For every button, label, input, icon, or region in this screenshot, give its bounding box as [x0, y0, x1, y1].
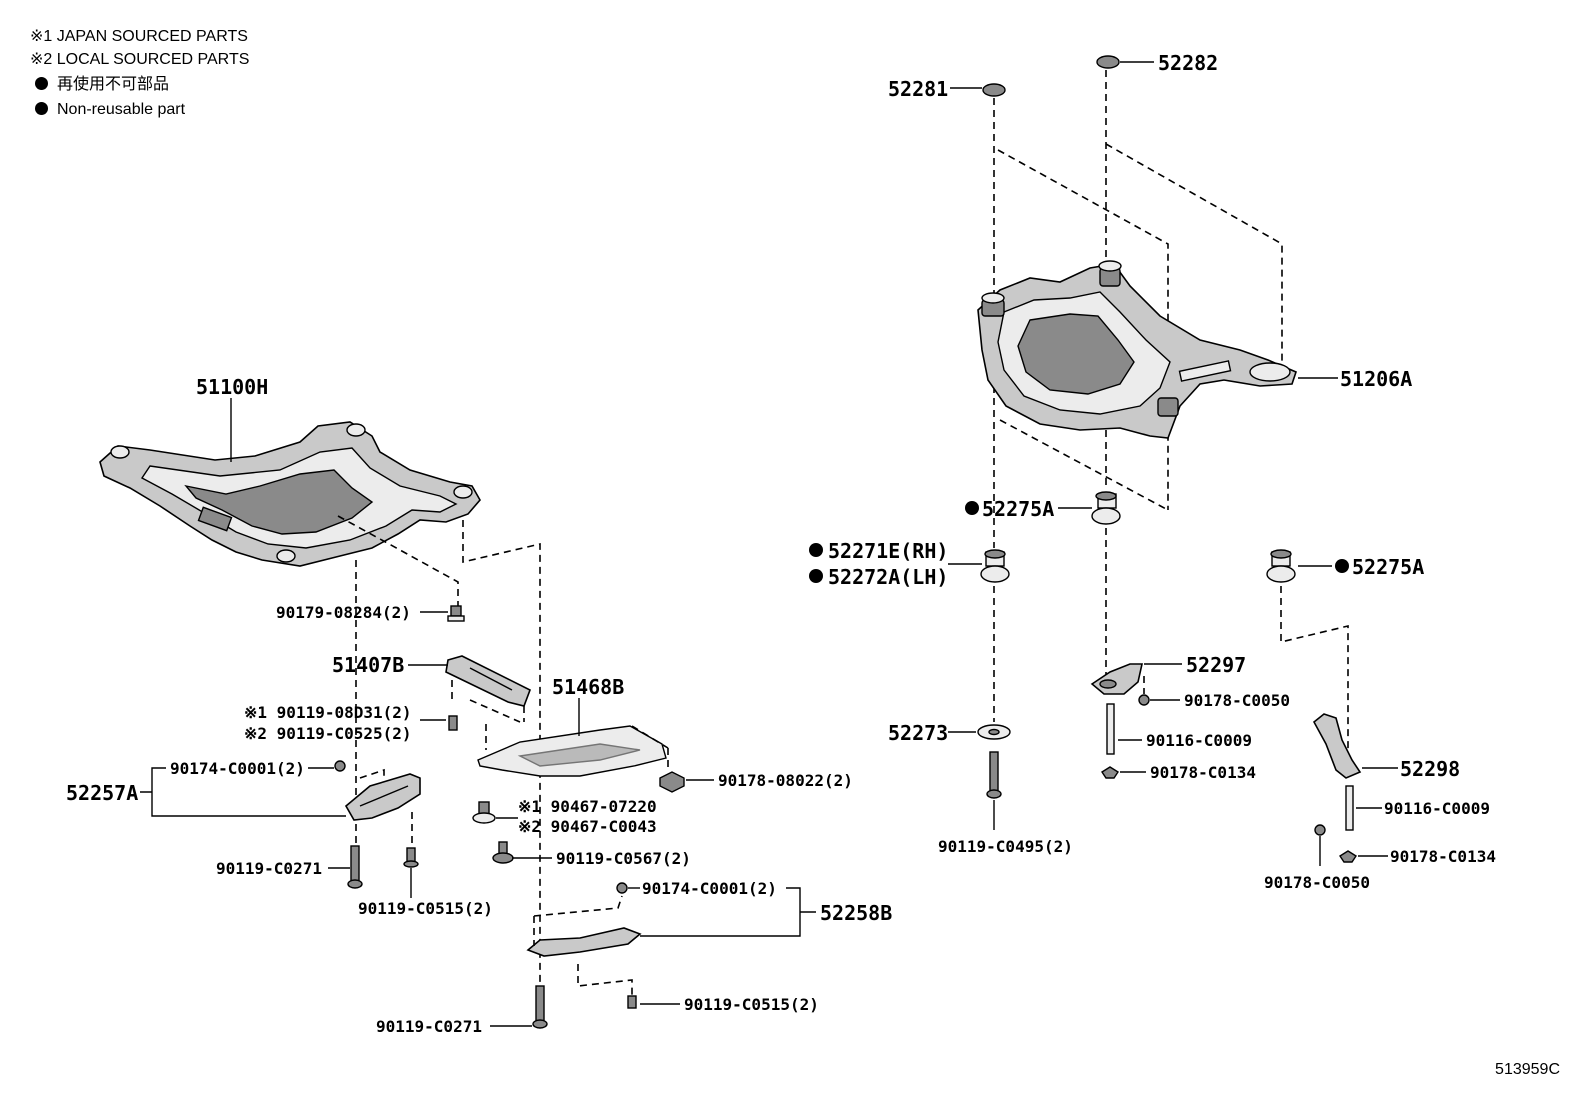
- bracket-52257A[interactable]: [344, 773, 421, 821]
- nut-90178-C0050-a[interactable]: [1138, 694, 1150, 706]
- cover-51468B[interactable]: [477, 725, 667, 777]
- label-90116-C0009-a[interactable]: 90116-C0009: [1146, 731, 1252, 750]
- nut-90178-C0134-b[interactable]: [1339, 850, 1357, 863]
- label-90178-C0134-b[interactable]: 90178-C0134: [1390, 847, 1496, 866]
- label-52298[interactable]: 52298: [1400, 757, 1460, 781]
- rear-subframe-part[interactable]: [977, 260, 1297, 439]
- label-90116-C0009-b[interactable]: 90116-C0009: [1384, 799, 1490, 818]
- bolt-90179-08284[interactable]: [447, 605, 465, 622]
- bracket-52297[interactable]: [1090, 663, 1143, 695]
- stopper-52282[interactable]: [1096, 55, 1120, 69]
- label-52257A[interactable]: 52257A: [66, 781, 138, 805]
- label-51468B[interactable]: 51468B: [552, 675, 624, 699]
- label-90119-C0495[interactable]: 90119-C0495(2): [938, 837, 1073, 856]
- label-90119-C0567[interactable]: 90119-C0567(2): [556, 849, 691, 868]
- label-90178-08022[interactable]: 90178-08022(2): [718, 771, 853, 790]
- label-52275A-b[interactable]: 52275A: [1352, 555, 1424, 579]
- bracket-52258B[interactable]: [526, 927, 642, 957]
- legend-local-sourced: ※2 LOCAL SOURCED PARTS: [30, 51, 250, 68]
- label-90467-07220[interactable]: ※1 90467-07220: [518, 797, 657, 816]
- guide-line: [359, 768, 413, 850]
- label-51407B[interactable]: 51407B: [332, 653, 404, 677]
- label-51206A[interactable]: 51206A: [1340, 367, 1412, 391]
- illustration-ref-number: 513959C: [1495, 1061, 1560, 1078]
- screw-90119-C0567[interactable]: [492, 841, 514, 864]
- label-52271E[interactable]: 52271E(RH): [828, 539, 948, 563]
- guide-line: [451, 680, 525, 723]
- label-52297[interactable]: 52297: [1186, 653, 1246, 677]
- label-90178-C0050-a[interactable]: 90178-C0050: [1184, 691, 1290, 710]
- nut-90178-C0050-b[interactable]: [1314, 824, 1326, 836]
- label-52273[interactable]: 52273: [888, 721, 948, 745]
- label-90178-C0050-b[interactable]: 90178-C0050: [1264, 873, 1370, 892]
- leader-52257A: [140, 767, 346, 817]
- label-90119-C0271-a[interactable]: 90119-C0271: [216, 859, 322, 878]
- bolt-90119-C0515-b[interactable]: [627, 995, 637, 1009]
- clip-90467[interactable]: [472, 801, 496, 824]
- non-reusable-dot-icon: [965, 501, 979, 515]
- bushing-52271E[interactable]: [980, 549, 1010, 583]
- washer-52273[interactable]: [977, 724, 1011, 740]
- guide-line: [1280, 586, 1349, 760]
- non-reusable-dot-icon: [809, 569, 823, 583]
- guide-line: [337, 515, 459, 608]
- leader-52258B: [640, 887, 816, 937]
- plate-51407B[interactable]: [445, 655, 532, 707]
- front-subframe-part[interactable]: [99, 421, 481, 567]
- label-90119-C0515-b[interactable]: 90119-C0515(2): [684, 995, 819, 1014]
- legend-non-reusable-jp: 再使用不可部品: [30, 76, 169, 94]
- label-52282[interactable]: 52282: [1158, 51, 1218, 75]
- label-90119-08D31[interactable]: ※1 90119-08D31(2): [244, 703, 412, 722]
- legend-non-reusable-jp-text: 再使用不可部品: [57, 76, 170, 93]
- guide-line: [997, 149, 1169, 510]
- legend-non-reusable-en-text: Non-reusable part: [57, 101, 186, 118]
- bushing-52275A-a[interactable]: [1091, 491, 1121, 525]
- nut-90178-C0134-a[interactable]: [1101, 766, 1119, 779]
- bolt-90119-C0515-a[interactable]: [403, 847, 419, 868]
- stud-90116-C0009-a[interactable]: [1106, 703, 1115, 755]
- bolt-90174-C0001-left[interactable]: [334, 760, 346, 772]
- label-52281[interactable]: 52281: [888, 77, 948, 101]
- bushing-52275A-b[interactable]: [1266, 549, 1296, 583]
- legend-non-reusable-en: Non-reusable part: [30, 101, 185, 119]
- bolt-90119-C0271-a[interactable]: [347, 845, 363, 889]
- bracket-52298[interactable]: [1312, 713, 1362, 779]
- label-90119-C0525[interactable]: ※2 90119-C0525(2): [244, 724, 412, 743]
- stopper-52281[interactable]: [982, 83, 1006, 97]
- label-52272A[interactable]: 52272A(LH): [828, 565, 948, 589]
- non-reusable-dot-icon: [809, 543, 823, 557]
- bolt-90119-C0495[interactable]: [986, 751, 1002, 799]
- label-90119-C0515-a[interactable]: 90119-C0515(2): [358, 899, 493, 918]
- bolt-90174-C0001-right[interactable]: [616, 882, 628, 894]
- guide-line: [533, 895, 633, 996]
- label-90179-08284[interactable]: 90179-08284(2): [276, 603, 411, 622]
- guide-line: [999, 419, 1169, 511]
- nut-90178-08022[interactable]: [659, 771, 685, 793]
- label-90119-C0271-b[interactable]: 90119-C0271: [376, 1017, 482, 1036]
- bolt-90119-C0271-b[interactable]: [532, 985, 548, 1029]
- label-90174-C0001-left[interactable]: 90174-C0001(2): [170, 759, 305, 778]
- label-52258B[interactable]: 52258B: [820, 901, 892, 925]
- label-90467-C0043[interactable]: ※2 90467-C0043: [518, 817, 657, 836]
- bolt-90119-08D31[interactable]: [448, 715, 458, 731]
- guide-line: [485, 724, 669, 772]
- non-reusable-dot-icon: [35, 102, 48, 115]
- label-51100H[interactable]: 51100H: [196, 375, 268, 399]
- legend-japan-sourced: ※1 JAPAN SOURCED PARTS: [30, 28, 248, 45]
- stud-90116-C0009-b[interactable]: [1345, 785, 1354, 831]
- non-reusable-dot-icon: [35, 77, 48, 90]
- non-reusable-dot-icon: [1335, 559, 1349, 573]
- label-52275A-a[interactable]: 52275A: [982, 497, 1054, 521]
- label-90174-C0001-right[interactable]: 90174-C0001(2): [642, 879, 777, 898]
- label-90178-C0134-a[interactable]: 90178-C0134: [1150, 763, 1256, 782]
